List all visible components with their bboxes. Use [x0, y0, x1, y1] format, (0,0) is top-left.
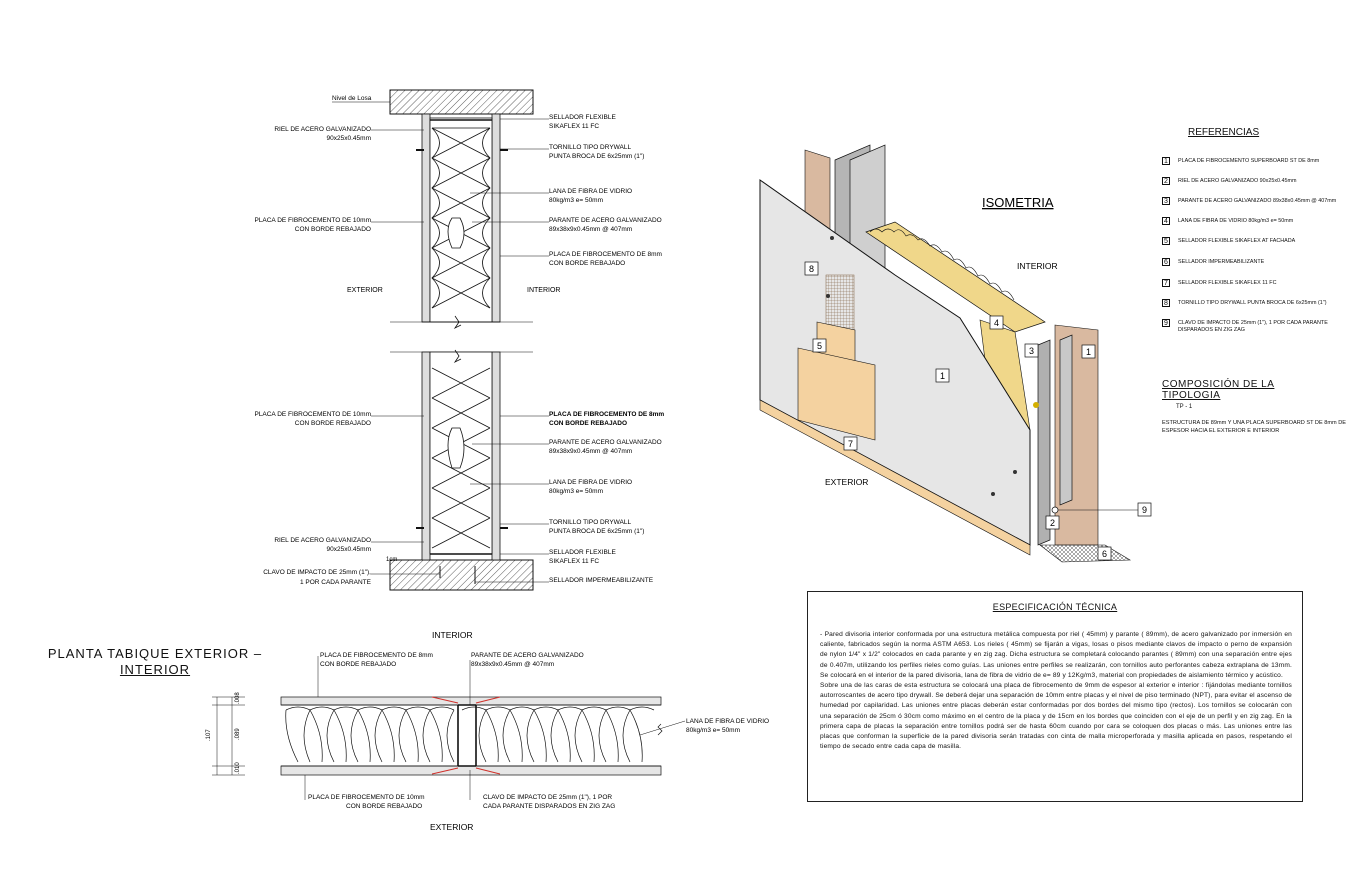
- composicion-title: COMPOSICIÓN DE LA TIPOLOGIA: [1162, 379, 1275, 401]
- isometric-tags: 1 2 3 4 5 6 7 8 9 1: [804, 261, 1152, 561]
- slab-bottom: [389, 559, 534, 591]
- svg-text:PLACA DE FIBROCEMENTO DE 8mm: PLACA DE FIBROCEMENTO DE 8mm: [549, 411, 664, 418]
- svg-text:TORNILLO TIPO DRYWALL: TORNILLO TIPO DRYWALL: [549, 144, 632, 151]
- svg-text:CON BORDE REBAJADO: CON BORDE REBAJADO: [295, 226, 371, 233]
- iso-tag-6: 6: [1102, 549, 1107, 559]
- plan-title-line2: INTERIOR: [119, 662, 191, 677]
- svg-text:SELLADOR FLEXIBLE: SELLADOR FLEXIBLE: [549, 114, 616, 121]
- svg-text:89x38x9x0.45mm @ 407mm: 89x38x9x0.45mm @ 407mm: [549, 448, 632, 455]
- plan-dim-089: .089: [235, 728, 241, 740]
- svg-text:PLACA DE FIBROCEMENTO DE 8mm: PLACA DE FIBROCEMENTO DE 8mm: [549, 251, 662, 258]
- plan-exterior-label: EXTERIOR: [430, 822, 473, 832]
- svg-text:CON BORDE REBAJADO: CON BORDE REBAJADO: [549, 420, 627, 427]
- svg-text:CLAVO DE IMPACTO DE 25mm (1"),: CLAVO DE IMPACTO DE 25mm (1"), 1 POR: [483, 794, 612, 801]
- composicion-text: ESTRUCTURA DE 89mm Y UNA PLACA SUPERBOAR…: [1162, 420, 1347, 434]
- svg-text:SELLADOR IMPERMEABILIZANTE: SELLADOR IMPERMEABILIZANTE: [549, 577, 654, 584]
- plan-drawing: [212, 656, 686, 800]
- svg-text:PLACA DE FIBROCEMENTO DE 10mm: PLACA DE FIBROCEMENTO DE 10mm: [254, 411, 371, 418]
- iso-tag-2: 2: [1050, 518, 1055, 528]
- svg-text:PLACA DE FIBROCEMENTO DE 10mm: PLACA DE FIBROCEMENTO DE 10mm: [308, 794, 425, 801]
- svg-text:1 POR CADA PARANTE: 1 POR CADA PARANTE: [300, 579, 372, 586]
- svg-text:CADA PARANTE DISPARADOS EN ZIG: CADA PARANTE DISPARADOS EN ZIG ZAG: [483, 803, 615, 810]
- isometria-title: ISOMETRIA: [982, 195, 1054, 210]
- svg-text:PUNTA BROCA DE 6x25mm (1"): PUNTA BROCA DE 6x25mm (1"): [549, 153, 644, 160]
- svg-text:80kg/m3 e= 50mm: 80kg/m3 e= 50mm: [549, 488, 603, 495]
- iso-tag-8: 8: [809, 264, 814, 274]
- nivel-losa-label: Nivel de Losa: [332, 95, 372, 102]
- iso-tag-9: 9: [1142, 505, 1147, 515]
- svg-text:90x25x0.45mm: 90x25x0.45mm: [327, 546, 371, 553]
- svg-text:SIKAFLEX 11 FC: SIKAFLEX 11 FC: [549, 123, 599, 130]
- svg-text:PARANTE DE ACERO GALVANIZADO: PARANTE DE ACERO GALVANIZADO: [549, 217, 662, 224]
- svg-text:89x38x9x0.45mm @ 407mm: 89x38x9x0.45mm @ 407mm: [549, 226, 632, 233]
- especificacion-body: - Pared divisoria interior conformada po…: [820, 630, 1292, 752]
- svg-text:90x25x0.45mm: 90x25x0.45mm: [327, 135, 371, 142]
- especificacion-paragraph-1: - Pared divisoria interior conformada po…: [820, 631, 1292, 679]
- section-right-labels: SELLADOR FLEXIBLE SIKAFLEX 11 FC TORNILL…: [470, 114, 664, 584]
- svg-text:CON BORDE REBAJADO: CON BORDE REBAJADO: [295, 420, 371, 427]
- section-exterior-label: EXTERIOR: [347, 287, 383, 294]
- svg-text:TORNILLO TIPO DRYWALL: TORNILLO TIPO DRYWALL: [549, 519, 632, 526]
- svg-text:89x38x9x0.45mm @ 407mm: 89x38x9x0.45mm @ 407mm: [471, 661, 554, 668]
- svg-text:PARANTE DE ACERO GALVANIZADO: PARANTE DE ACERO GALVANIZADO: [471, 652, 584, 659]
- iso-tag-1b: 1: [1086, 347, 1091, 357]
- plan-title-line1: PLANTA TABIQUE EXTERIOR –: [47, 646, 263, 661]
- svg-text:CON BORDE REBAJADO: CON BORDE REBAJADO: [549, 260, 625, 267]
- svg-text:LANA DE FIBRA DE VIDRIO: LANA DE FIBRA DE VIDRIO: [549, 188, 632, 195]
- isometria-interior-label: INTERIOR: [1017, 261, 1058, 271]
- svg-text:SIKAFLEX 11 FC: SIKAFLEX 11 FC: [549, 558, 599, 565]
- slab-top: [389, 89, 534, 115]
- svg-text:80kg/m3 e= 50mm: 80kg/m3 e= 50mm: [686, 727, 740, 734]
- section-interior-label: INTERIOR: [527, 287, 560, 294]
- svg-text:SELLADOR FLEXIBLE: SELLADOR FLEXIBLE: [549, 549, 616, 556]
- svg-text:CLAVO DE IMPACTO DE 25mm (1"),: CLAVO DE IMPACTO DE 25mm (1"),: [263, 569, 371, 576]
- plan-dim-010: .010: [235, 762, 241, 774]
- section-left-labels: RIEL DE ACERO GALVANIZADO 90x25x0.45mm P…: [254, 126, 440, 586]
- svg-text:PUNTA BROCA DE 6x25mm (1"): PUNTA BROCA DE 6x25mm (1"): [549, 528, 644, 535]
- svg-text:RIEL DE ACERO GALVANIZADO: RIEL DE ACERO GALVANIZADO: [274, 537, 371, 544]
- svg-text:LANA DE FIBRA DE VIDRIO: LANA DE FIBRA DE VIDRIO: [686, 718, 769, 725]
- isometria-exterior-label: EXTERIOR: [825, 477, 868, 487]
- svg-text:PARANTE DE ACERO GALVANIZADO: PARANTE DE ACERO GALVANIZADO: [549, 439, 662, 446]
- iso-tag-1: 1: [940, 371, 945, 381]
- especificacion-title: ESPECIFICACIÓN TÉCNICA: [992, 602, 1118, 612]
- iso-tag-4: 4: [994, 318, 999, 328]
- svg-text:PLACA DE FIBROCEMENTO DE 8mm: PLACA DE FIBROCEMENTO DE 8mm: [320, 652, 433, 659]
- plan-interior-label: INTERIOR: [432, 630, 473, 640]
- especificacion-panel: ESPECIFICACIÓN TÉCNICA - Pared divisoria…: [807, 591, 1303, 802]
- wall-lower: [416, 149, 508, 584]
- svg-text:LANA DE FIBRA DE VIDRIO: LANA DE FIBRA DE VIDRIO: [549, 479, 632, 486]
- svg-text:CON BORDE REBAJADO: CON BORDE REBAJADO: [346, 803, 422, 810]
- isometric-drawing: [759, 144, 1138, 563]
- especificacion-paragraph-2: Sobre una de las caras de esta estructur…: [820, 682, 1292, 751]
- plan-dim-107: .107: [206, 729, 212, 741]
- wall-upper: [390, 113, 533, 353]
- referencias-title: REFERENCIAS: [1188, 127, 1260, 138]
- plan-title: PLANTA TABIQUE EXTERIOR – INTERIOR: [35, 646, 275, 678]
- svg-text:RIEL DE ACERO GALVANIZADO: RIEL DE ACERO GALVANIZADO: [274, 126, 371, 133]
- svg-text:1cm: 1cm: [386, 557, 397, 563]
- svg-text:CON BORDE REBAJADO: CON BORDE REBAJADO: [320, 661, 396, 668]
- iso-tag-5: 5: [817, 341, 822, 351]
- iso-tag-7: 7: [848, 439, 853, 449]
- plan-dim-008: .008: [235, 692, 241, 704]
- svg-text:PLACA DE FIBROCEMENTO DE 10mm: PLACA DE FIBROCEMENTO DE 10mm: [254, 217, 371, 224]
- composicion-code: TP - 1: [1176, 404, 1193, 410]
- svg-text:80kg/m3 e= 50mm: 80kg/m3 e= 50mm: [549, 197, 603, 204]
- iso-tag-3: 3: [1029, 346, 1034, 356]
